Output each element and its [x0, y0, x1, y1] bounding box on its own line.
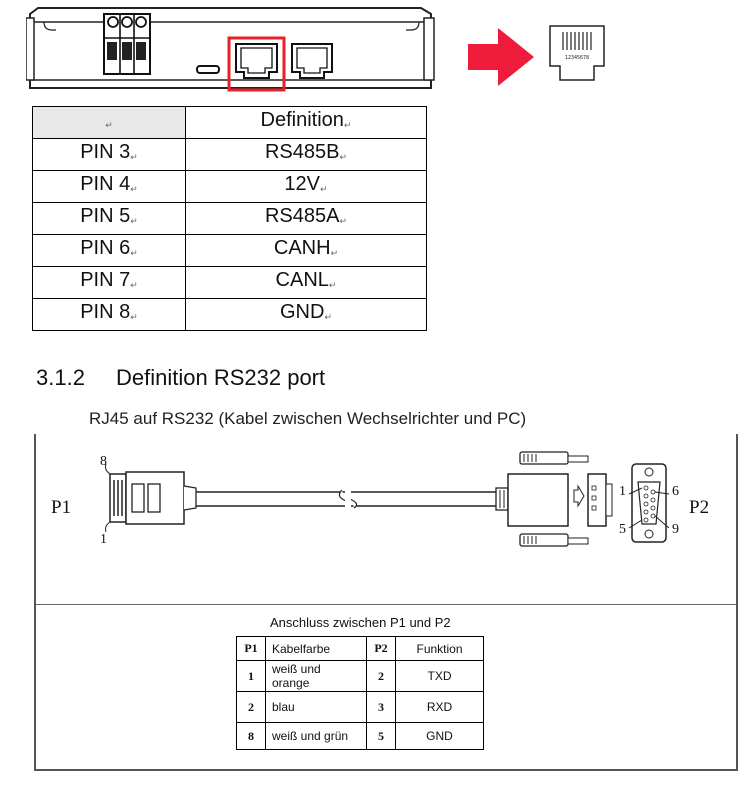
table-row: PIN 3↵ RS485B↵	[32, 138, 427, 171]
color-cell: weiß und grün	[272, 729, 349, 743]
p2-header: P2	[374, 641, 388, 655]
right-arrow-icon	[468, 28, 534, 86]
table-header-row: ↵ Definition↵	[32, 106, 427, 139]
db9-socket-face-icon	[628, 463, 670, 543]
rj45-socket-pinout-icon: 12345678	[549, 25, 605, 81]
db9-plug-icon	[495, 451, 613, 547]
section-title: Definition RS232 port	[116, 365, 326, 390]
color-cell: blau	[272, 700, 295, 714]
p2-label: P2	[689, 497, 710, 518]
connection-title: Anschluss zwischen P1 und P2	[270, 615, 451, 630]
section-number: 3.1.2	[36, 365, 85, 390]
color-cell: weiß und orange	[272, 662, 321, 690]
db9-pin-6-label: 6	[672, 484, 679, 499]
section-subtitle: RJ45 auf RS232 (Kabel zwischen Wechselri…	[89, 409, 527, 428]
definition-cell: RS485A	[264, 205, 340, 227]
color-header: Kabelfarbe	[272, 641, 331, 656]
db9-pin-5-label: 5	[619, 522, 626, 537]
cable-drawing	[105, 451, 670, 547]
definition-cell: RS485B	[264, 141, 340, 163]
p2-cell: 5	[378, 728, 384, 743]
pin-definition-panel: ↵ Definition↵ PIN 3↵ RS485B↵ PIN 4↵ 12V↵…	[26, 100, 594, 331]
pin-cell: PIN 6	[80, 237, 131, 259]
pin-cell: PIN 3	[80, 141, 131, 163]
table-row: PIN 5↵ RS485A↵	[32, 202, 427, 235]
highlighted-rj45-port	[227, 36, 286, 92]
function-header: Funktion	[416, 641, 463, 656]
pin-cell: PIN 4	[80, 173, 131, 195]
rj45-pin-8-label: 8	[100, 454, 107, 469]
table-row: PIN 6↵ CANH↵	[32, 234, 427, 267]
diagram-divider	[36, 604, 736, 605]
table-row: PIN 8↵ GND↵	[32, 298, 427, 331]
pin-cell: PIN 5	[80, 205, 131, 227]
p2-cell: 3	[378, 699, 384, 714]
device-illustration: 12345678	[25, 0, 605, 104]
terminal-block	[103, 13, 151, 75]
function-cell: TXD	[427, 669, 452, 683]
definition-cell: GND	[280, 301, 325, 323]
definition-cell: CANL	[275, 269, 329, 291]
p1-header: P1	[244, 641, 258, 655]
definition-cell: 12V	[284, 173, 321, 195]
table-row: 1 weiß und orange 2 TXD	[236, 660, 484, 692]
db9-pin-9-label: 9	[672, 522, 679, 537]
definition-cell: CANH	[273, 237, 331, 259]
function-cell: RXD	[426, 700, 453, 714]
pin-cell: PIN 7	[80, 269, 131, 291]
connection-table: P1 Kabelfarbe P2 Funktion 1 weiß und ora…	[236, 636, 484, 750]
table-row: PIN 4↵ 12V↵	[32, 170, 427, 203]
usb-port-icon	[196, 65, 220, 74]
rs232-cable-diagram: P1 P2 8 1 1 6 5 9 Anschluss zwischen P1 …	[34, 434, 738, 771]
table-row: 8 weiß und grün 5 GND	[236, 722, 484, 750]
pin-definition-table: ↵ Definition↵ PIN 3↵ RS485B↵ PIN 4↵ 12V↵…	[32, 106, 427, 331]
section-heading: 3.1.2 Definition RS232 port	[36, 365, 325, 391]
db9-pin-1-label: 1	[619, 484, 626, 499]
p1-cell: 2	[248, 699, 254, 714]
empty-header-cell: ↵	[105, 120, 113, 130]
rj45-pin-numbers: 12345678	[565, 55, 589, 61]
rj45-pin-1-label: 1	[100, 532, 107, 547]
inverter-ports-drawing	[25, 7, 435, 92]
rj45-port-2	[291, 43, 333, 79]
definition-header: Definition	[260, 109, 344, 131]
p1-label: P1	[51, 497, 72, 518]
table-row: 2 blau 3 RXD	[236, 691, 484, 723]
pin-cell: PIN 8	[80, 301, 131, 323]
table-header-row: P1 Kabelfarbe P2 Funktion	[236, 636, 484, 661]
p1-cell: 1	[248, 668, 254, 683]
p1-cell: 8	[248, 728, 254, 743]
function-cell: GND	[426, 729, 453, 743]
table-row: PIN 7↵ CANL↵	[32, 266, 427, 299]
p2-cell: 2	[378, 668, 384, 683]
rj45-plug-icon	[105, 463, 197, 533]
